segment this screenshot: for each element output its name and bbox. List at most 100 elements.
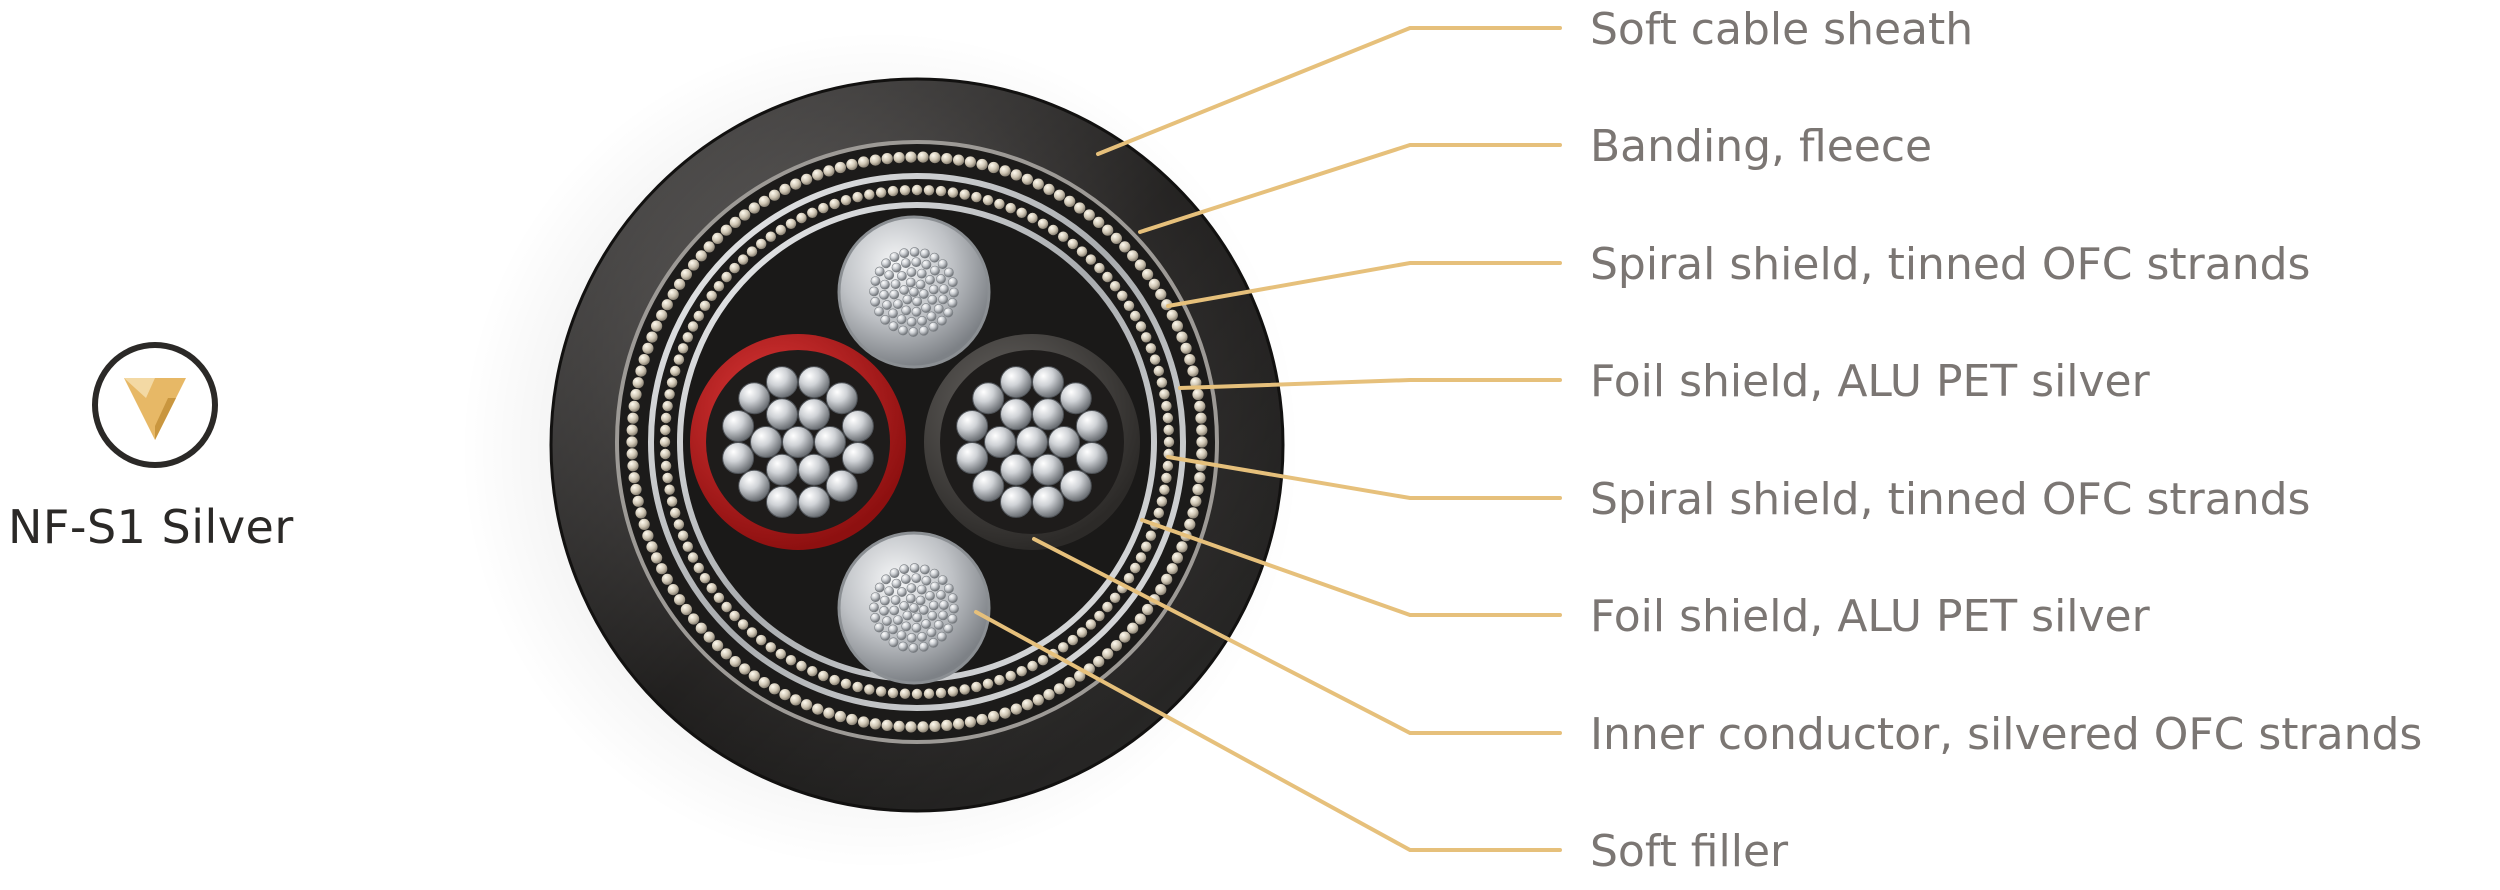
spiral-shield-strand [756, 634, 767, 646]
conductor-strand [884, 270, 895, 280]
conductor-strand [911, 306, 922, 317]
spiral-shield-strand [917, 151, 929, 163]
conductor-strand [888, 624, 898, 635]
spiral-shield-strand [818, 202, 829, 214]
spiral-shield-strand [982, 195, 994, 206]
spiral-shield-strand [1135, 321, 1147, 332]
spiral-shield-strand [1176, 541, 1188, 553]
spiral-shield-strand [664, 389, 675, 400]
spiral-shield-strand [1005, 670, 1016, 682]
spiral-shield-strand [923, 688, 935, 699]
spiral-shield-strand [858, 156, 870, 168]
conductor-strand [899, 564, 910, 575]
spiral-shield-strand [1130, 562, 1141, 574]
spiral-shield-strand [829, 198, 840, 210]
spiral-shield-strand [627, 412, 639, 424]
spiral-shield-strand [887, 687, 899, 699]
spiral-shield-strand [746, 246, 758, 257]
spiral-shield-strand [1194, 400, 1206, 412]
conductor-strand [880, 631, 891, 641]
conductor-strand [956, 442, 989, 474]
spiral-shield-strand [785, 655, 797, 666]
spiral-shield-strand [1021, 173, 1033, 185]
spiral-shield-strand [712, 232, 724, 244]
spiral-shield-strand [807, 666, 818, 677]
spiral-shield-strand [720, 648, 732, 660]
spiral-shield-strand [699, 573, 711, 584]
conductor-strand [909, 603, 919, 613]
spiral-shield-strand [651, 320, 663, 332]
spiral-shield-strand [1110, 232, 1122, 244]
spiral-shield-strand [638, 354, 650, 366]
conductor-strand [766, 453, 798, 486]
spiral-shield-strand [1187, 365, 1199, 377]
conductor-strand [927, 294, 938, 305]
spiral-shield-strand [756, 238, 767, 250]
conductor-strand [899, 248, 910, 259]
label-outer-foil-shield: Foil shield, ALU PET silver [1590, 356, 2150, 407]
conductor-strand [928, 638, 939, 648]
leader-lines [974, 26, 1562, 852]
conductor-strand [933, 303, 944, 314]
conductor-strand [899, 285, 910, 295]
spiral-shield-strand [729, 216, 741, 228]
conductor-strand [936, 590, 946, 600]
conductor-strand [911, 573, 922, 583]
conductor-strand [825, 469, 858, 502]
spiral-shield-strand [635, 507, 647, 519]
spiral-shield-strand [1166, 563, 1178, 575]
spiral-shield-strand [846, 713, 858, 726]
spiral-shield-strand [899, 185, 911, 196]
conductor-strand [896, 630, 907, 641]
conductor-strand [870, 276, 881, 286]
spiral-shield-strand [1135, 552, 1147, 563]
spiral-shield-strand [748, 202, 760, 214]
spiral-shield-strand [1123, 573, 1135, 584]
conductor-strand [911, 257, 922, 267]
spiral-shield-strand [1196, 436, 1208, 448]
conductor-strand [917, 632, 927, 642]
spiral-shield-strand [632, 377, 644, 389]
conductor-strand [937, 259, 948, 269]
spiral-shield-strand [1085, 619, 1097, 630]
leader-line-3 [1166, 261, 1562, 308]
spiral-shield-strand [779, 183, 791, 195]
conductor-strand [880, 314, 891, 325]
conductor-strand [901, 621, 912, 632]
spiral-shield-strand [1155, 584, 1167, 596]
spiral-shield-strand [852, 681, 863, 693]
conductor-strand [1032, 398, 1064, 431]
spiral-shield-strand [858, 716, 870, 728]
spiral-shield-strand [1064, 195, 1076, 207]
conductor-strand [880, 595, 890, 606]
spiral-shield-strand [768, 189, 781, 201]
spiral-shield-strand [758, 195, 770, 207]
conductor-strand [1000, 453, 1032, 486]
spiral-shield-strand [688, 613, 700, 625]
conductor-strand [912, 296, 923, 307]
conductor-strand [938, 294, 948, 305]
spiral-shield-strand [959, 189, 970, 200]
conductor-strand [893, 615, 903, 625]
conductor-strand [901, 305, 912, 316]
spiral-shield-strand [660, 448, 671, 460]
spiral-shield-strand [1192, 388, 1204, 401]
leader-line-6 [1140, 518, 1562, 617]
spiral-shield-strand [1102, 648, 1114, 660]
spiral-shield-strand [1142, 603, 1154, 616]
spiral-shield-strand [666, 377, 678, 388]
spiral-shield-strand [1032, 694, 1044, 706]
conductor-strand [938, 610, 948, 621]
conductor-strand [880, 279, 890, 290]
conductor-strand [890, 279, 901, 290]
conductor-strand [1016, 426, 1048, 458]
spiral-shield-strand [1119, 241, 1131, 253]
spiral-shield-strand [635, 365, 647, 377]
conductor-strand [1059, 469, 1092, 502]
spiral-shield-strand [1156, 496, 1168, 507]
conductor-strand [841, 410, 874, 442]
spiral-shield-strand [739, 663, 751, 675]
spiral-shield-strand [1010, 169, 1022, 181]
spiral-shield-strand [846, 158, 858, 171]
